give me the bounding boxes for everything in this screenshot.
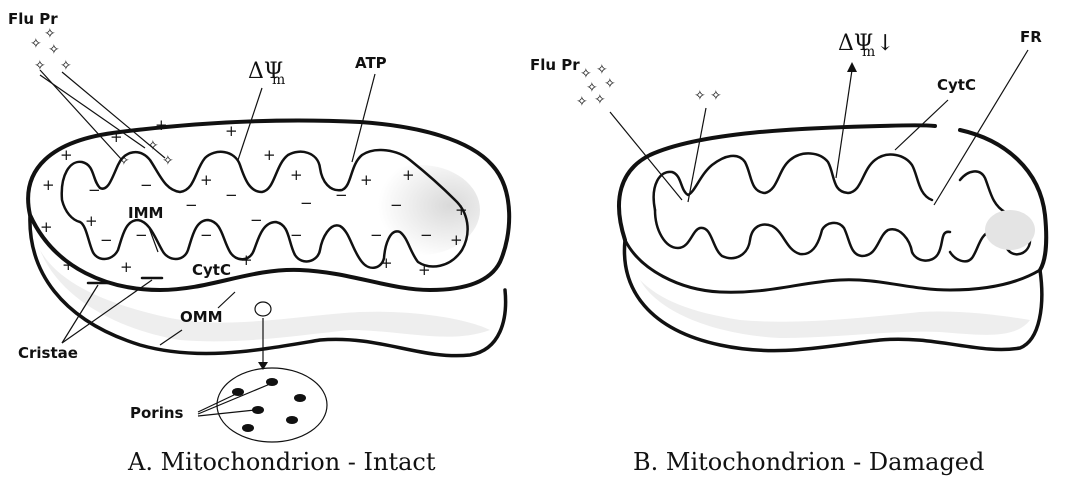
plus-sign: +	[240, 251, 253, 269]
down-arrow-icon: ↓	[876, 31, 894, 56]
caption-b: B. Mitochondrion - Damaged	[633, 448, 984, 476]
probe-star-icon: ✧	[48, 42, 60, 58]
label-cytc-a: CytC	[192, 261, 231, 279]
pointer-line	[352, 74, 375, 162]
probe-star-icon: ✧	[576, 94, 588, 110]
label-atp: ATP	[355, 54, 387, 72]
probe-star-icon: ✧	[30, 36, 42, 52]
plus-sign: +	[450, 231, 463, 249]
probe-star-icon: ✧	[604, 76, 616, 92]
label-flu-pr-b: Flu Pr	[530, 56, 580, 74]
plus-sign: +	[380, 254, 393, 272]
probe-star-icon: ✧	[594, 92, 606, 108]
plus-sign: +	[42, 176, 55, 194]
plus-sign: +	[402, 166, 415, 184]
label-cytc-b: CytC	[937, 76, 976, 94]
label-imm: IMM	[128, 204, 163, 222]
label-delta-psi-sub-b: m	[862, 44, 875, 60]
plus-sign: +	[85, 212, 98, 230]
label-fr: FR	[1020, 28, 1042, 46]
minus-sign: −	[420, 226, 433, 244]
minus-sign: −	[250, 211, 263, 229]
plus-sign: +	[290, 166, 303, 184]
plus-sign: +	[200, 171, 213, 189]
pointer-line	[688, 108, 706, 202]
plus-sign: +	[263, 146, 276, 164]
minus-sign: −	[225, 186, 238, 204]
probe-star-icon: ✧	[34, 58, 46, 74]
plus-sign: +	[225, 122, 238, 140]
minus-sign: −	[135, 226, 148, 244]
minus-sign: −	[100, 231, 113, 249]
pointer-line	[836, 70, 852, 178]
probe-cluster-b: ✧ ✧ ✧ ✧ ✧ ✧ ✧ ✧	[576, 62, 722, 110]
pointer-line	[238, 88, 262, 160]
minus-sign: −	[140, 176, 153, 194]
panel-b-damaged: Flu Pr ✧ ✧ ✧ ✧ ✧ ✧ ✧ ✧ ΔΨ m ↓ CytC FR B.…	[530, 28, 1046, 476]
plus-sign: +	[62, 256, 75, 274]
panel-a-intact: + + + + + + + + + + + + + + + + + + + − …	[8, 10, 509, 476]
porin-dots	[232, 378, 306, 432]
plus-sign: +	[418, 261, 431, 279]
probe-star-icon: ✧	[60, 58, 72, 74]
inner-membrane-b-lower	[655, 210, 950, 261]
matrix-shading-b	[985, 210, 1035, 250]
plus-sign: +	[455, 201, 468, 219]
minus-sign: −	[370, 226, 383, 244]
plus-sign: +	[360, 171, 373, 189]
minus-sign: −	[300, 194, 313, 212]
minus-sign: −	[335, 186, 348, 204]
minus-sign: −	[200, 226, 213, 244]
probe-star-icon: ✧	[162, 153, 174, 169]
minus-sign: −	[185, 196, 198, 214]
plus-sign: +	[40, 218, 53, 236]
minus-sign: −	[290, 226, 303, 244]
label-porins: Porins	[130, 404, 184, 422]
probe-star-icon: ✧	[710, 88, 722, 104]
pointer-line	[934, 50, 1028, 205]
probe-star-icon: ✧	[118, 153, 130, 169]
arrowhead	[847, 62, 857, 72]
plus-sign: +	[60, 146, 73, 164]
minus-sign: −	[88, 181, 101, 199]
label-cristae: Cristae	[18, 344, 78, 362]
caption-a: A. Mitochondrion - Intact	[127, 448, 436, 476]
label-delta-psi-sub-a: m	[272, 72, 285, 88]
probe-star-icon: ✧	[44, 26, 56, 42]
porin-origin	[255, 302, 271, 316]
plus-sign: +	[155, 116, 168, 134]
probe-star-icon: ✧	[694, 88, 706, 104]
plus-sign: +	[120, 258, 133, 276]
minus-sign: −	[390, 196, 403, 214]
pointer-line	[218, 292, 235, 308]
label-omm: OMM	[180, 308, 223, 326]
